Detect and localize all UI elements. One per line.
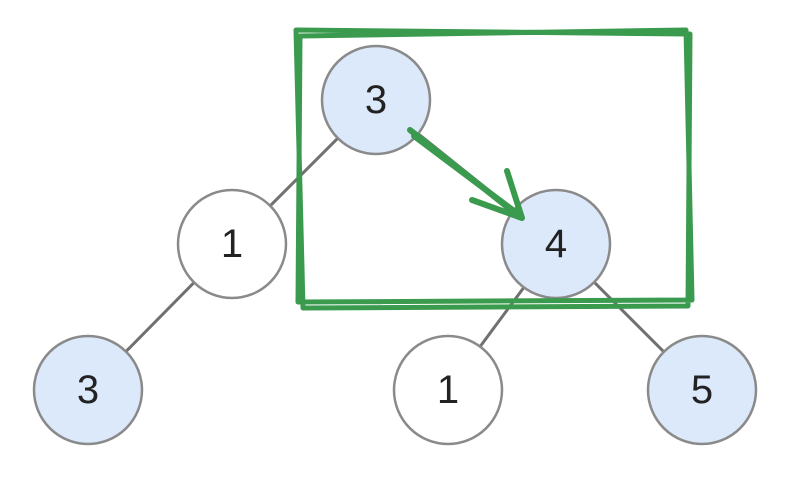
node-label-right: 4 (545, 222, 567, 266)
node-circle-right (500, 188, 612, 300)
node-circle-left-left (32, 334, 144, 446)
node-circle-root (320, 44, 432, 156)
tree-node-left-left: 3 (32, 334, 144, 446)
highlight-box (293, 27, 695, 311)
node-label-left: 1 (221, 222, 243, 266)
node-circle-right-right (646, 334, 758, 446)
node-label-root: 3 (365, 78, 387, 122)
tree-node-left: 1 (176, 188, 288, 300)
tree-node-right: 4 (500, 188, 612, 300)
node-label-right-left: 1 (437, 368, 459, 412)
node-label-left-left: 3 (77, 368, 99, 412)
tree-node-right-left: 1 (392, 334, 504, 446)
tree-node-right-right: 5 (646, 334, 758, 446)
node-circle-right-left (392, 334, 504, 446)
node-label-right-right: 5 (691, 368, 713, 412)
arrow-root-to-right (407, 127, 525, 221)
tree-nodes: 3 1 4 3 1 5 (32, 44, 758, 446)
tree-node-root: 3 (320, 44, 432, 156)
annotations (293, 27, 695, 311)
node-circle-left (176, 188, 288, 300)
